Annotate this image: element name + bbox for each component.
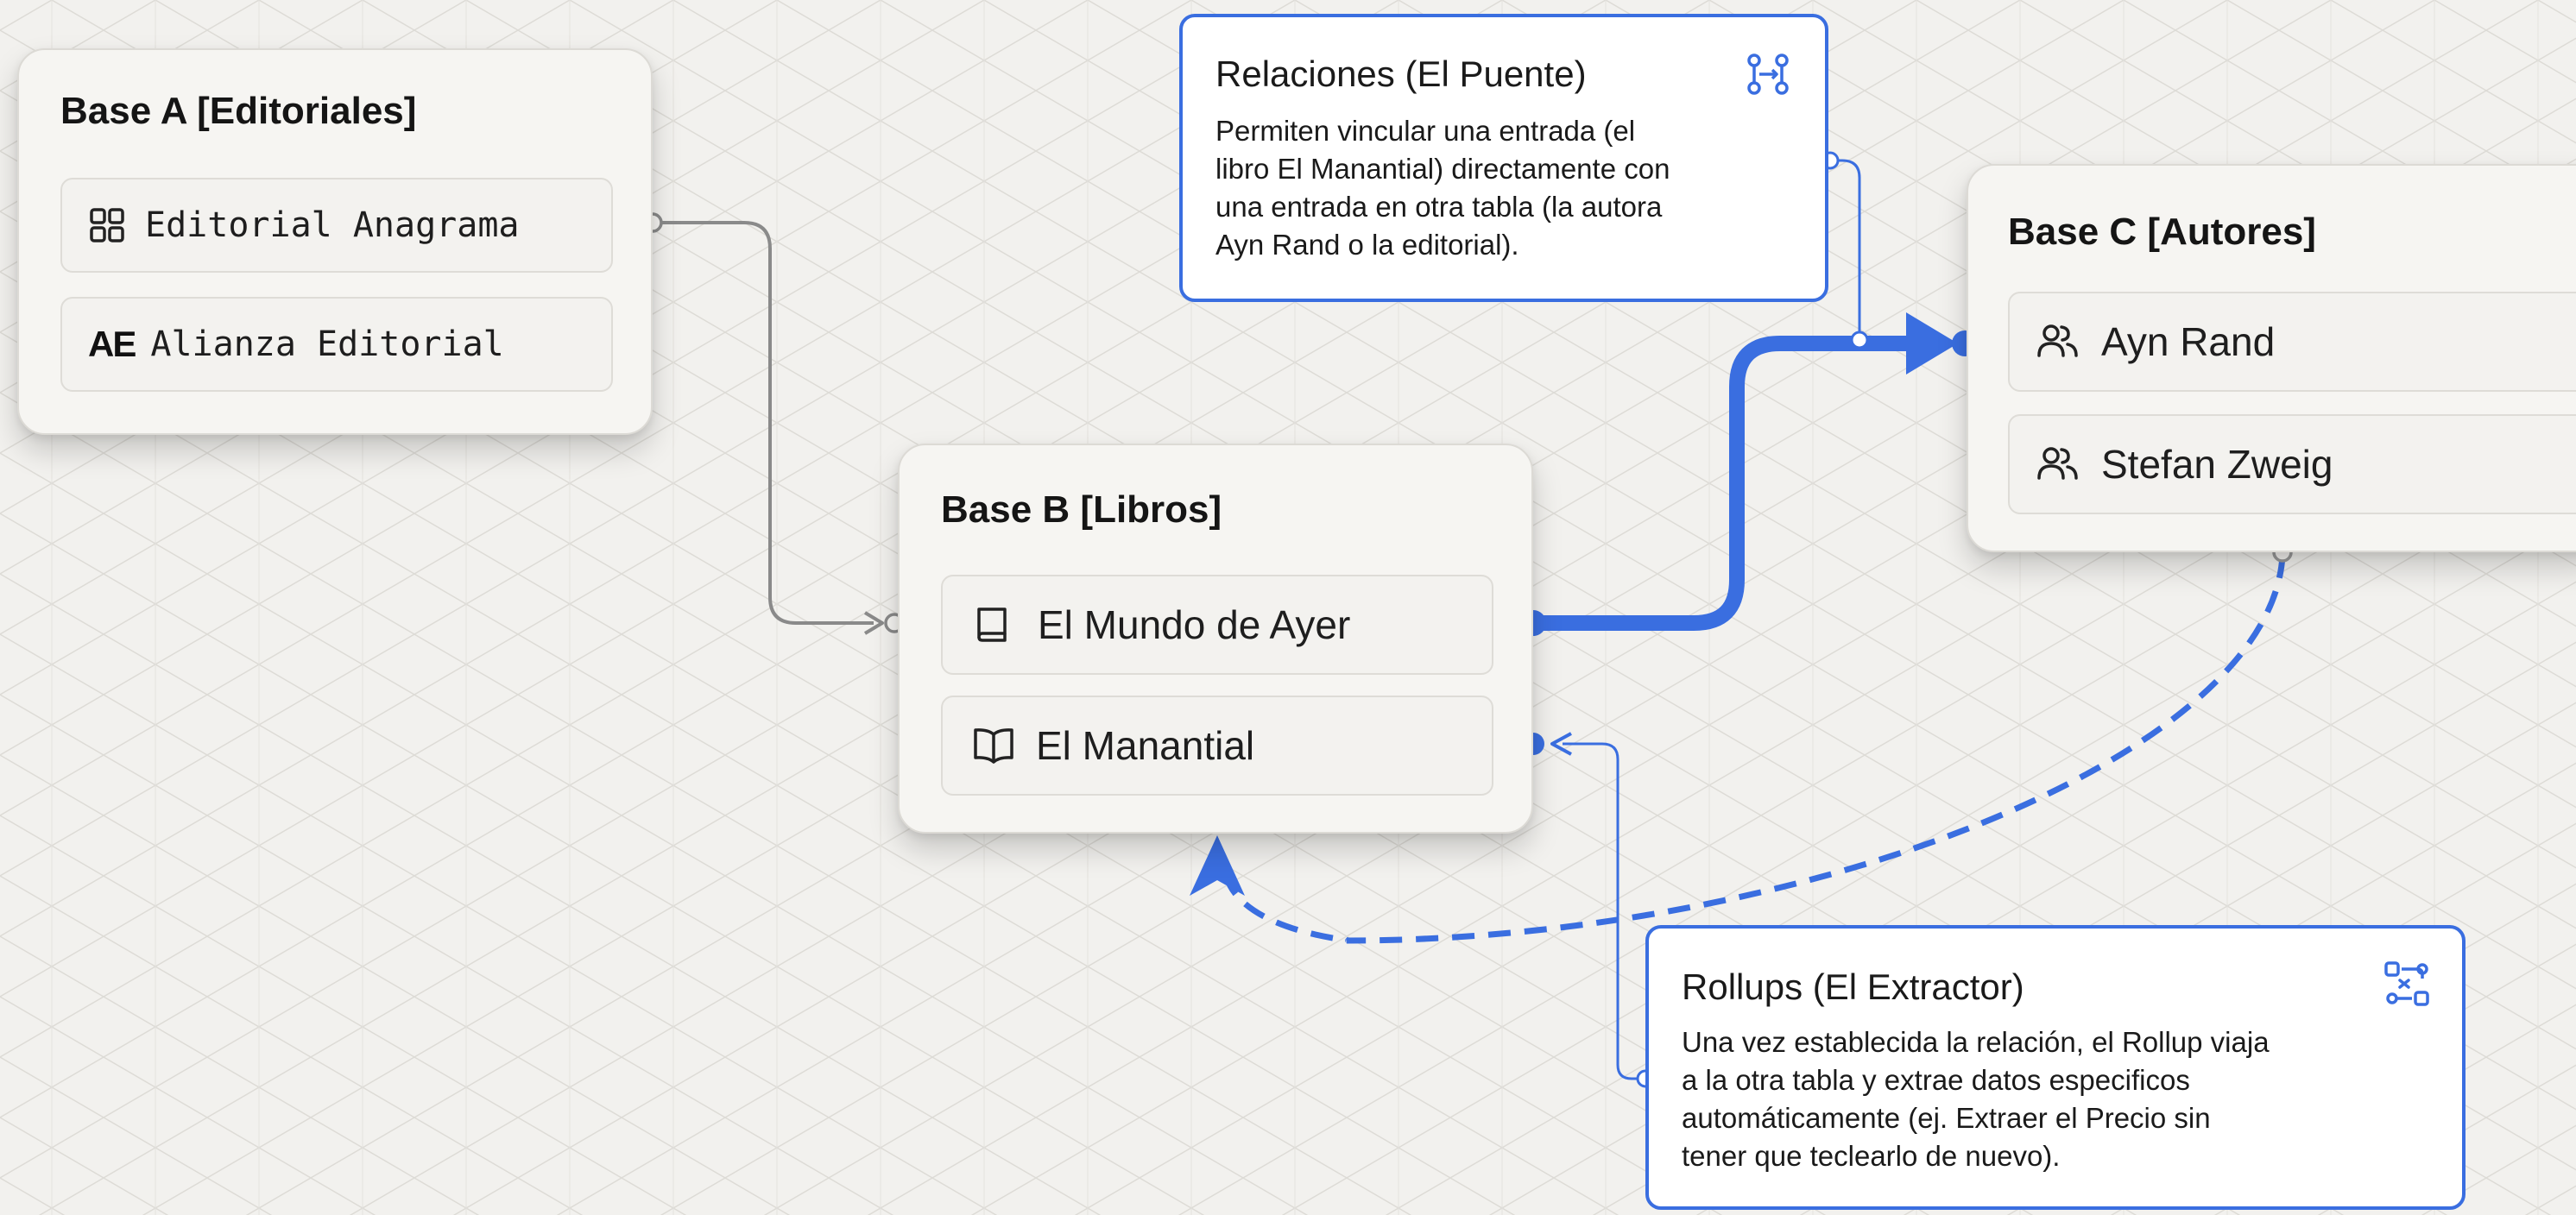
relaciones-line: Ayn Rand o la editorial). — [1215, 229, 1519, 261]
relaciones-callout: Relaciones (El Puente) Permiten vincular… — [1179, 14, 1828, 302]
base-b-title: Base B [Libros] — [941, 488, 1222, 531]
relaciones-leader-dot-bottom — [1850, 331, 1869, 349]
autor-item-stefan-zweig[interactable]: Stefan Zweig — [2008, 414, 2576, 514]
relaciones-line: una entrada en otra tabla (la autora — [1215, 191, 1663, 223]
libro-item-label: El Manantial — [1036, 723, 1255, 768]
autor-item-label: Ayn Rand — [2101, 319, 2276, 364]
relaciones-line: libro El Manantial) directamente con — [1215, 153, 1670, 185]
base-c-card: Base C [Autores] Ayn Rand — [1967, 164, 2576, 552]
libro-item-label: El Mundo de Ayer — [1038, 602, 1351, 647]
relaciones-title: Relaciones (El Puente) — [1215, 54, 1587, 94]
open-book-icon — [972, 726, 1015, 765]
users-icon — [2036, 444, 2080, 485]
libro-item-mundo-de-ayer[interactable]: El Mundo de Ayer — [941, 575, 1493, 675]
rollup-arrowhead — [1190, 835, 1245, 896]
autor-item-ayn-rand[interactable]: Ayn Rand — [2008, 292, 2576, 392]
rollups-line: automáticamente (ej. Extraer el Precio s… — [1682, 1102, 2211, 1134]
base-b-card: Base B [Libros] El Mundo de Ayer El Mana… — [898, 444, 1533, 834]
book-icon — [972, 604, 1013, 645]
editorial-item-alianza[interactable]: AE Alianza Editorial — [60, 297, 613, 392]
editorial-item-label: Alianza Editorial — [150, 324, 504, 364]
base-a-title: Base A [Editoriales] — [60, 90, 417, 132]
rollups-line: a la otra tabla y extrae datos especific… — [1682, 1064, 2190, 1096]
editorial-item-anagrama[interactable]: Editorial Anagrama — [60, 178, 613, 273]
rollups-line: Una vez establecida la relación, el Roll… — [1682, 1026, 2270, 1058]
rollup-dashed-curve — [1221, 555, 2286, 944]
relaciones-description: Permiten vincular una entrada (el libro … — [1215, 112, 1811, 264]
users-icon — [2036, 321, 2080, 362]
relation-connector-libro-to-autor — [1525, 336, 1916, 631]
rollup-extract-icon — [2383, 960, 2431, 1012]
relaciones-callout-leader — [1830, 159, 1861, 340]
base-a-card: Base A [Editoriales] Editorial Anagrama … — [17, 48, 653, 435]
ae-logo-icon: AE — [88, 324, 136, 364]
rollups-callout: Rollups (El Extractor) Una vez estableci… — [1645, 925, 2466, 1210]
editorial-item-label: Editorial Anagrama — [145, 205, 520, 245]
connector-arrowhead-gray — [863, 611, 884, 635]
connector-editorial-to-libro — [654, 221, 874, 625]
rollups-title: Rollups (El Extractor) — [1682, 966, 2024, 1007]
base-c-title: Base C [Autores] — [2008, 211, 2316, 253]
relation-link-icon — [1744, 50, 1792, 103]
libro-item-el-manantial[interactable]: El Manantial — [941, 696, 1493, 796]
rollups-line: tener que teclearlo de nuevo). — [1682, 1140, 2061, 1172]
rollups-leader-arrowhead — [1550, 732, 1572, 756]
rollups-description: Una vez establecida la relación, el Roll… — [1682, 1023, 2450, 1175]
rollups-callout-leader — [1563, 742, 1645, 1080]
autor-item-label: Stefan Zweig — [2101, 442, 2333, 487]
relation-arrowhead — [1906, 312, 1958, 375]
relaciones-line: Permiten vincular una entrada (el — [1215, 115, 1636, 147]
grid-icon — [88, 206, 126, 244]
